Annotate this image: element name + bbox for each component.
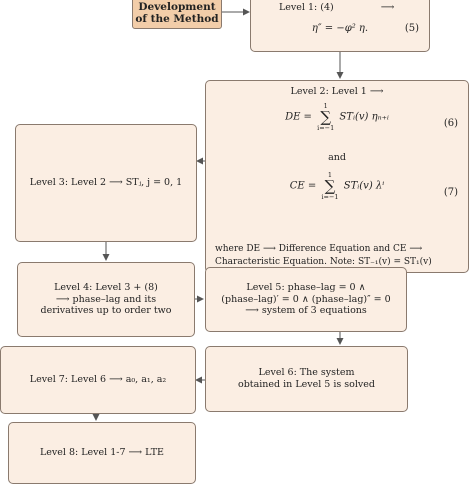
de-lhs: DE = [285, 111, 312, 123]
level6-line2: obtained in Level 5 is solved [237, 379, 376, 390]
level1-equation: η″ = −φ² η. [311, 23, 369, 34]
de-sum-symbol: 1 ∑ i=−1 [317, 102, 335, 132]
level1-title: Level 1: (4) [279, 2, 334, 13]
and-word: and [328, 152, 346, 163]
de-eq-number: (6) [443, 118, 458, 129]
level5-box: Level 5: phase–lag = 0 ∧ (phase–lag)′ = … [205, 267, 407, 332]
level4-line2: ⟶ phase–lag and its [55, 293, 157, 305]
level7-box: Level 7: Level 6 ⟶ a₀, a₁, a₂ [0, 346, 196, 414]
level3-box: Level 3: Level 2 ⟶ STⱼ, j = 0, 1 [15, 124, 197, 242]
level1-eq-number: (5) [404, 23, 419, 34]
ce-rhs: STᵢ(v) λⁱ [343, 180, 385, 192]
level5-line3: ⟶ system of 3 equations [245, 305, 367, 317]
level2-box: Level 2: Level 1 ⟶ DE = 1 ∑ i=−1 STᵢ(v) … [205, 80, 469, 273]
level5-line1: Level 5: phase–lag = 0 ∧ [246, 281, 366, 293]
dev-line-2: of the Method [135, 13, 219, 25]
level4-box: Level 4: Level 3 + (8) ⟶ phase–lag and i… [17, 262, 195, 337]
level1-box: Level 1: (4) ⟶ η″ = −φ² η. (5) [250, 0, 430, 52]
level2-note-line2: Characteristic Equation. Note: ST₋₁(v) =… [215, 257, 432, 267]
ce-sum-symbol: 1 ∑ i=−1 [321, 171, 339, 201]
level4-line1: Level 4: Level 3 + (8) [54, 281, 158, 293]
level2-title: Level 2: Level 1 ⟶ [290, 86, 384, 97]
de-rhs: STᵢ(v) ηₙ₊ᵢ [339, 111, 389, 123]
connector-arrows [92, 8, 344, 421]
level3-text: Level 3: Level 2 ⟶ STⱼ, j = 0, 1 [29, 177, 183, 189]
development-box: Development of the Method [132, 0, 222, 29]
dev-line-1: Development [138, 0, 216, 13]
level7-text: Level 7: Level 6 ⟶ a₀, a₁, a₂ [29, 374, 167, 386]
level8-text: Level 8: Level 1-7 ⟶ LTE [40, 447, 164, 459]
level2-note-line1: where DE ⟶ Difference Equation and CE ⟶ [215, 244, 423, 254]
level6-box: Level 6: The system obtained in Level 5 … [205, 346, 408, 412]
level6-line1: Level 6: The system [258, 367, 355, 379]
level1-arrow: ⟶ [380, 2, 395, 13]
ce-lhs: CE = [289, 180, 317, 192]
level8-box: Level 8: Level 1-7 ⟶ LTE [8, 422, 196, 484]
level4-line3: derivatives up to order two [40, 305, 172, 317]
ce-eq-number: (7) [443, 187, 458, 198]
level5-line2: (phase–lag)′ = 0 ∧ (phase–lag)″ = 0 [221, 293, 391, 305]
